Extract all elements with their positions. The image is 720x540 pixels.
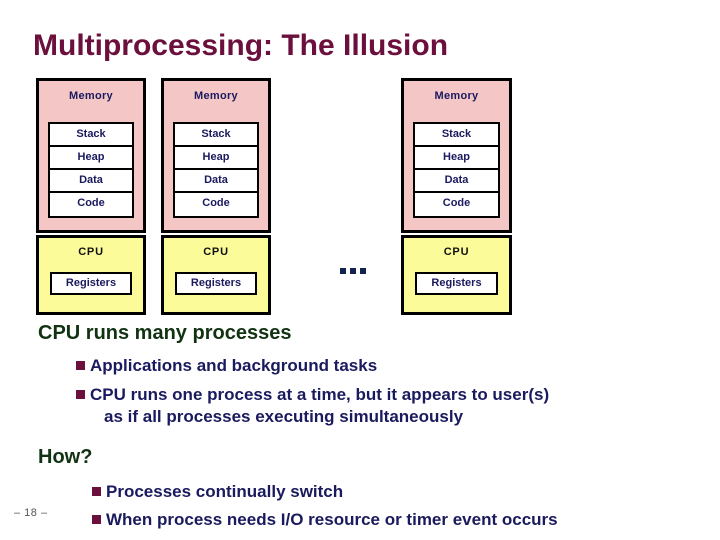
- bullet-marker-icon: [92, 487, 101, 496]
- segment-code-2: Code: [175, 193, 257, 216]
- bullet-marker-icon: [76, 361, 85, 370]
- bullet-marker-icon: [92, 515, 101, 524]
- process-column-1: Memory Stack Heap Data Code CPU Register…: [36, 78, 146, 315]
- page-title: Multiprocessing: The Illusion: [33, 29, 449, 62]
- segment-heap-3: Heap: [415, 147, 498, 170]
- cpu-label-3: CPU: [443, 246, 470, 258]
- multiprocessing-diagram: Memory Stack Heap Data Code CPU Register…: [0, 78, 720, 318]
- memory-label-1: Memory: [69, 90, 113, 102]
- cpu-label-1: CPU: [78, 246, 104, 258]
- cpu-box-2: CPU Registers: [161, 235, 271, 315]
- segment-heap-2: Heap: [175, 147, 257, 170]
- page-number: – 18 –: [14, 507, 48, 519]
- ellipsis-dot-2: [350, 268, 356, 274]
- bullet-applications-text: Applications and background tasks: [90, 356, 378, 375]
- cpu-box-3: CPU Registers: [401, 235, 512, 315]
- cpu-label-2: CPU: [203, 246, 229, 258]
- segment-stack-3: Stack: [415, 124, 498, 147]
- segment-data-1: Data: [50, 170, 132, 193]
- bullet-processes-switch: Processes continually switch: [92, 481, 692, 503]
- segment-heap-1: Heap: [50, 147, 132, 170]
- registers-box-1: Registers: [50, 272, 132, 295]
- segment-stack-1: Stack: [50, 124, 132, 147]
- segment-code-3: Code: [415, 193, 498, 216]
- cpu-box-1: CPU Registers: [36, 235, 146, 315]
- memory-segments-1: Stack Heap Data Code: [48, 122, 134, 218]
- ellipsis-icon: [340, 268, 366, 274]
- ellipsis-dot-1: [340, 268, 346, 274]
- segment-data-2: Data: [175, 170, 257, 193]
- bullet-processes-switch-text: Processes continually switch: [106, 482, 344, 501]
- segment-code-1: Code: [50, 193, 132, 216]
- memory-box-1: Memory Stack Heap Data Code: [36, 78, 146, 233]
- bullet-io-timer-event-text: When process needs I/O resource or timer…: [106, 510, 558, 529]
- heading-cpu-runs-many-processes: CPU runs many processes: [38, 322, 292, 344]
- memory-label-3: Memory: [434, 90, 479, 102]
- memory-segments-3: Stack Heap Data Code: [413, 122, 500, 218]
- registers-box-2: Registers: [175, 272, 257, 295]
- bullet-cpu-one-process: CPU runs one process at a time, but it a…: [76, 384, 676, 428]
- bullet-marker-icon: [76, 390, 85, 399]
- bullet-cpu-one-process-line2: as if all processes executing simultaneo…: [104, 407, 464, 426]
- bullet-cpu-one-process-text: CPU runs one process at a time, but it a…: [90, 384, 549, 428]
- process-column-3: Memory Stack Heap Data Code CPU Register…: [401, 78, 512, 315]
- heading-how: How?: [38, 446, 93, 468]
- memory-segments-2: Stack Heap Data Code: [173, 122, 259, 218]
- segment-stack-2: Stack: [175, 124, 257, 147]
- memory-label-2: Memory: [194, 90, 238, 102]
- ellipsis-dot-3: [360, 268, 366, 274]
- bullet-io-timer-event: When process needs I/O resource or timer…: [92, 509, 712, 531]
- process-column-2: Memory Stack Heap Data Code CPU Register…: [161, 78, 271, 315]
- bullet-cpu-one-process-line1: CPU runs one process at a time, but it a…: [90, 385, 550, 404]
- registers-box-3: Registers: [415, 272, 498, 295]
- segment-data-3: Data: [415, 170, 498, 193]
- bullet-applications: Applications and background tasks: [76, 355, 676, 377]
- memory-box-3: Memory Stack Heap Data Code: [401, 78, 512, 233]
- memory-box-2: Memory Stack Heap Data Code: [161, 78, 271, 233]
